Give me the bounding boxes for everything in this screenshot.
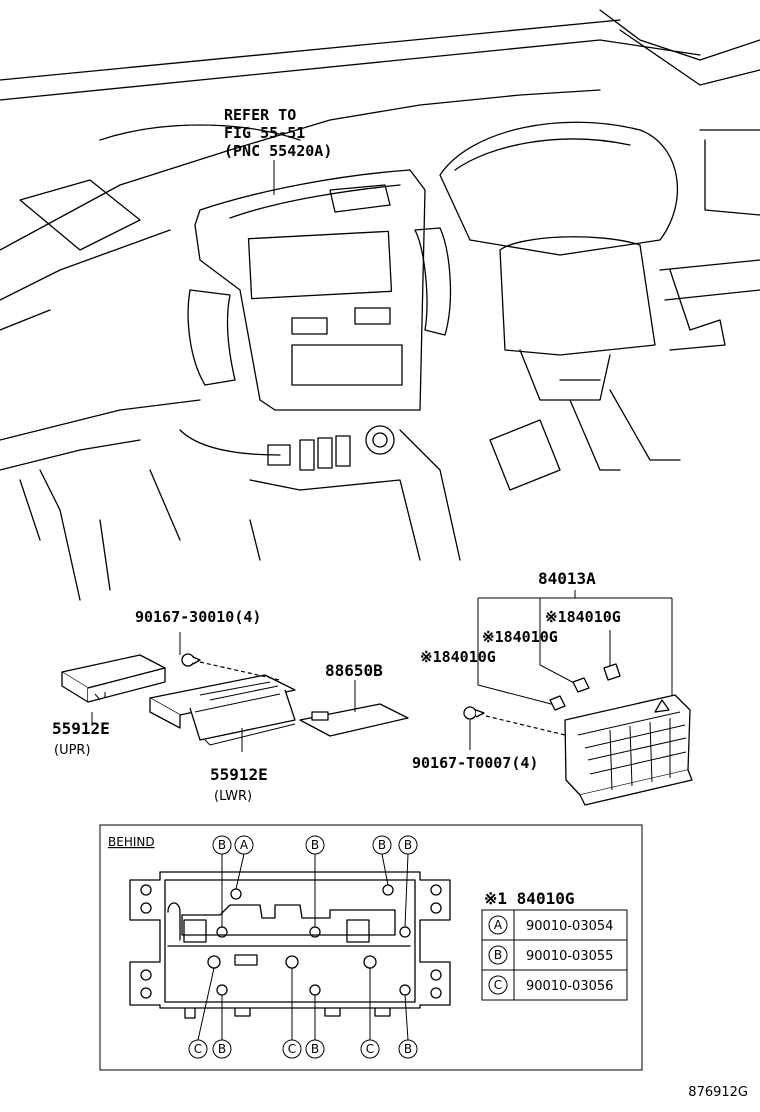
label-55912E-lwr: 55912E bbox=[210, 765, 268, 784]
bulb-84010G bbox=[549, 663, 621, 711]
label-88650B: 88650B bbox=[325, 661, 383, 680]
marker-B-bottom-1: B bbox=[212, 1039, 232, 1059]
table-title: ※1 84010G bbox=[484, 889, 574, 908]
marker-A-top: A bbox=[234, 835, 254, 855]
label-upr: (UPR) bbox=[54, 743, 91, 758]
label-55912E-upr: 55912E bbox=[52, 719, 110, 738]
table-row: C 90010-03056 bbox=[488, 975, 613, 995]
table-key: C bbox=[494, 978, 502, 992]
label-84010G-b: ※184010G bbox=[482, 628, 558, 646]
refer-to-line3: (PNC 55420A) bbox=[224, 142, 332, 160]
svg-text:B: B bbox=[218, 838, 226, 852]
sheet-88650B bbox=[299, 703, 409, 737]
table-key: B bbox=[494, 948, 502, 962]
ac-control-panel bbox=[564, 694, 693, 806]
label-84010G-c: ※184010G bbox=[420, 648, 496, 666]
svg-text:C: C bbox=[366, 1042, 374, 1056]
refer-to-line2: FIG 55-51 bbox=[224, 124, 305, 142]
table-row: A 90010-03054 bbox=[488, 915, 613, 935]
svg-text:B: B bbox=[218, 1042, 226, 1056]
label-84010G-a: ※184010G bbox=[545, 608, 621, 626]
dashboard-illustration: REFER TO FIG 55-51 (PNC 55420A) bbox=[0, 9, 760, 601]
label-90167-T0007: 90167-T0007(4) bbox=[412, 754, 538, 772]
behind-detail: BEHIND bbox=[99, 824, 643, 1071]
refer-to-line1: REFER TO bbox=[224, 106, 296, 124]
switch-row bbox=[267, 425, 395, 471]
marker-B-bottom-3: B bbox=[398, 1039, 418, 1059]
table-value: 90010-03054 bbox=[526, 919, 613, 934]
table-key: A bbox=[494, 918, 503, 932]
svg-text:A: A bbox=[240, 838, 249, 852]
marker-B-top-2: B bbox=[305, 835, 325, 855]
svg-text:C: C bbox=[194, 1042, 202, 1056]
marker-C-bottom-1: C bbox=[188, 1039, 208, 1059]
svg-text:B: B bbox=[311, 1042, 319, 1056]
marker-B-top-1: B bbox=[212, 835, 232, 855]
behind-title: BEHIND bbox=[108, 835, 155, 849]
svg-text:B: B bbox=[311, 838, 319, 852]
marker-C-bottom-2: C bbox=[282, 1039, 302, 1059]
table-row: B 90010-03055 bbox=[488, 945, 613, 965]
marker-B-top-3: B bbox=[372, 835, 392, 855]
screw-90167-T0007 bbox=[463, 706, 477, 720]
screw-90167-30010 bbox=[181, 653, 195, 667]
label-lwr: (LWR) bbox=[214, 789, 252, 804]
svg-text:B: B bbox=[378, 838, 386, 852]
exploded-parts: 55912E (UPR) 55912E (LWR) 90167-30010(4)… bbox=[52, 569, 693, 806]
label-84013A: 84013A bbox=[538, 569, 596, 588]
marker-C-bottom-3: C bbox=[360, 1039, 380, 1059]
bulb-positions bbox=[207, 884, 411, 996]
table-value: 90010-03055 bbox=[526, 949, 613, 964]
svg-text:C: C bbox=[288, 1042, 296, 1056]
svg-text:B: B bbox=[404, 838, 412, 852]
label-90167-30010: 90167-30010(4) bbox=[135, 608, 261, 626]
marker-B-bottom-2: B bbox=[305, 1039, 325, 1059]
table-value: 90010-03056 bbox=[526, 979, 613, 994]
marker-B-top-4: B bbox=[398, 835, 418, 855]
bulb-table: A 90010-03054 B 90010-03055 C 90010-0305… bbox=[481, 909, 628, 1001]
figure-id: 876912G bbox=[688, 1085, 748, 1100]
lower-bracket bbox=[149, 674, 296, 716]
svg-text:B: B bbox=[404, 1042, 412, 1056]
